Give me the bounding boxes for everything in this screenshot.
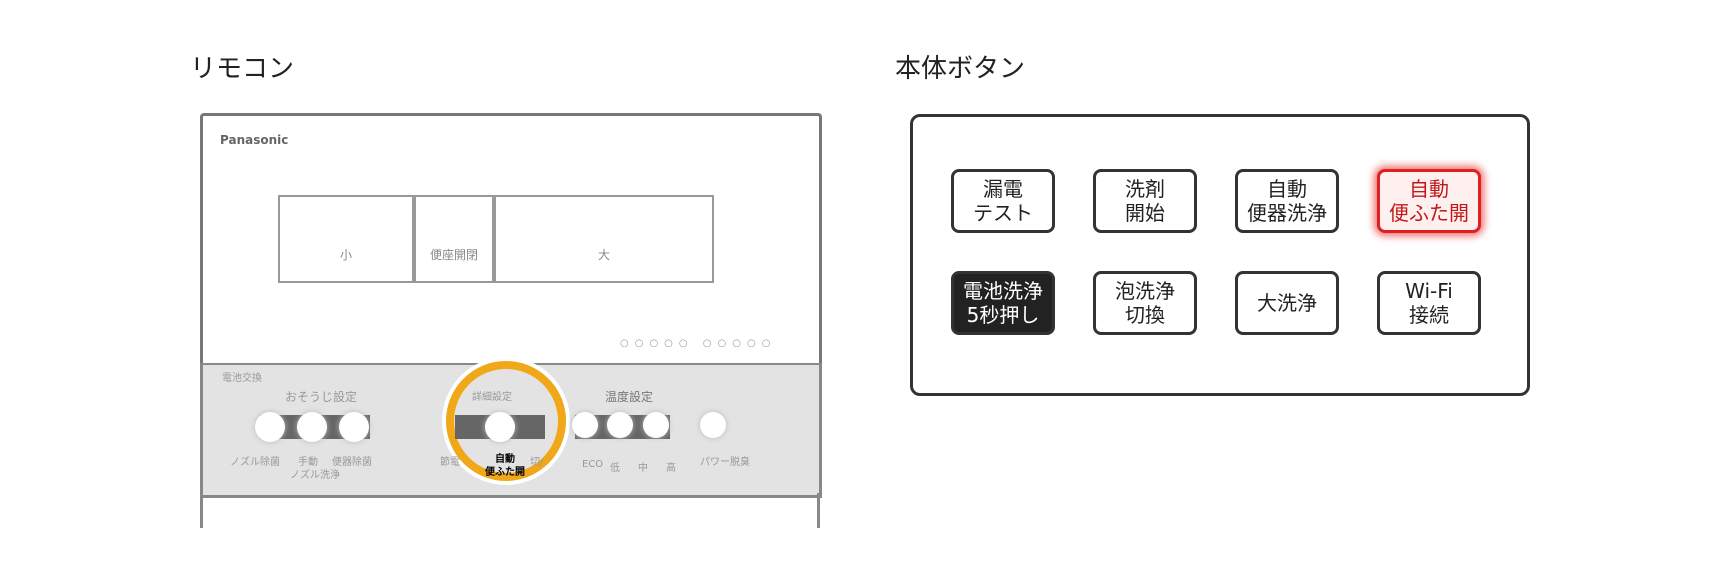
temp-eco-label: ECO [582,459,604,470]
temp-button-3[interactable] [643,412,669,438]
remote-title: リモコン [190,54,295,84]
temp-low-label: 低 [610,463,620,474]
auto-lid-open-label: 自動 便ふた開 [485,454,525,478]
body-button-panel: 漏電 テスト 洗剤 開始 自動 便器洗浄 自動 便ふた開 電池洗浄 5秒押し 泡… [910,114,1530,396]
wifi-connect-button[interactable]: Wi-Fi 接続 [1377,271,1481,335]
power-deodorize-button[interactable] [700,412,726,438]
manual-button[interactable] [297,412,327,442]
nozzle-sterilize-button[interactable] [255,412,285,442]
nozzle-sterilize-label: ノズル除菌 [230,457,280,468]
temp-button-2[interactable] [607,412,633,438]
cleaning-title: おそうじ設定 [285,390,358,404]
auto-bowl-wash-button[interactable]: 自動 便器洗浄 [1235,169,1339,233]
temperature-title: 温度設定 [605,390,654,404]
bowl-sterilize-button[interactable] [339,412,369,442]
off-label: 切/ [530,457,544,468]
temp-high-label: 高 [666,463,676,474]
flush-small-button[interactable]: 小 [278,195,414,283]
detergent-start-button[interactable]: 洗剤 開始 [1093,169,1197,233]
large-wash-button[interactable]: 大洗浄 [1235,271,1339,335]
leak-test-button[interactable]: 漏電 テスト [951,169,1055,233]
auto-lid-open-button[interactable]: 自動 便ふた開 [1377,169,1481,233]
detail-title: 詳細設定 [472,392,512,403]
power-save-label: 節電 [440,457,460,468]
nozzle-wash-label: ノズル洗浄 [290,470,340,481]
foam-wash-toggle-button[interactable]: 泡洗浄 切換 [1093,271,1197,335]
indicator-dots: ○○○○○ ○○○○○ [620,338,777,349]
manual-label: 手動 [298,457,318,468]
battery-label: 電池交換 [222,373,262,384]
remote-leg [200,493,203,528]
body-buttons-title: 本体ボタン [895,54,1026,84]
auto-lid-open-button[interactable] [485,412,515,442]
temp-mid-label: 中 [638,463,648,474]
bowl-sterilize-label: 便器除菌 [332,457,372,468]
brand-logo: Panasonic [220,133,289,147]
power-deodorize-label: パワー脱臭 [700,457,750,468]
seat-open-close-button[interactable]: 便座開閉 [414,195,494,283]
remote-control: Panasonic 小 便座開閉 大 ○○○○○ ○○○○○ 電池交換 おそうじ… [200,113,822,528]
highlight-ring [446,361,566,481]
flush-large-button[interactable]: 大 [494,195,714,283]
battery-wash-button[interactable]: 電池洗浄 5秒押し [951,271,1055,335]
remote-leg [817,493,820,528]
temp-button-1[interactable] [572,412,598,438]
